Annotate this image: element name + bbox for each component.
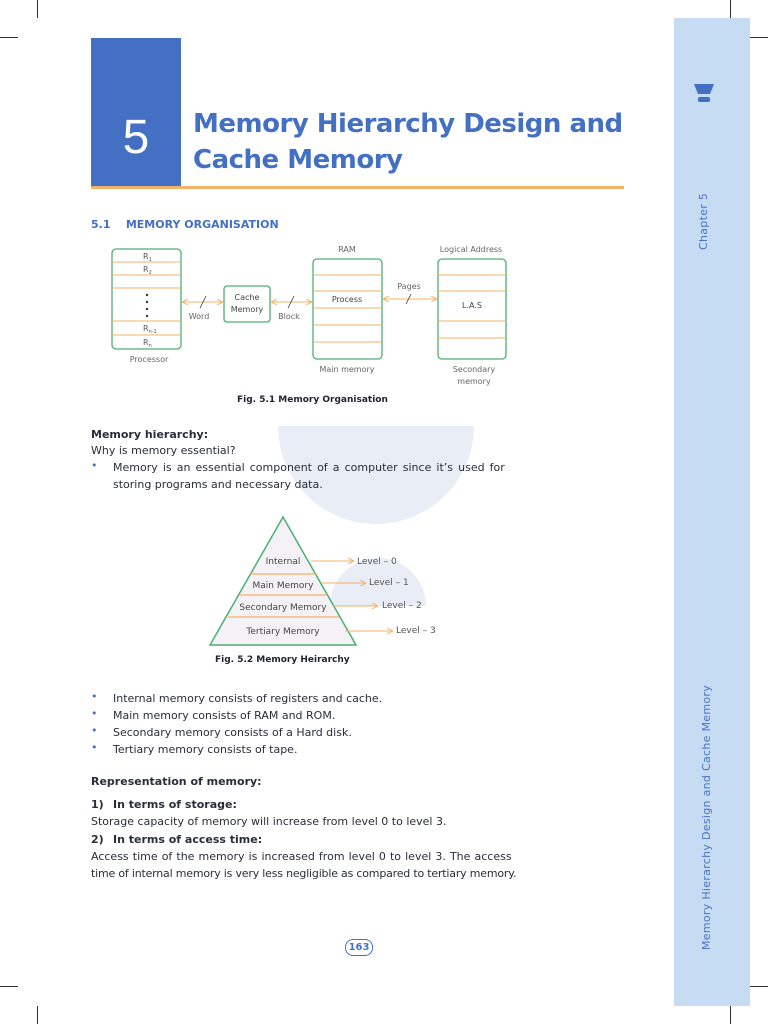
crop-mark <box>730 1006 731 1024</box>
crop-mark <box>750 37 768 38</box>
level-1: Level – 1 <box>369 578 409 588</box>
processor-label: Processor <box>130 355 169 364</box>
side-chapter-label: Chapter 5 <box>697 192 710 250</box>
tier-secondary-memory: Secondary Memory <box>239 603 327 613</box>
title-rule <box>91 186 624 189</box>
item1-title: In terms of storage: <box>113 798 237 811</box>
register-r1: R1 <box>143 252 152 263</box>
cache-memory-box <box>223 285 271 323</box>
crop-mark <box>37 0 38 18</box>
page-number: 163 <box>345 939 373 956</box>
hierarchy-bullet-line1: Memory is an essential component of a co… <box>113 461 505 474</box>
secondary-memory-line1: Secondary <box>453 365 496 374</box>
tier-internal: Internal <box>266 557 301 567</box>
bullet-main: Main memory consists of RAM and ROM. <box>113 709 336 722</box>
crop-mark <box>0 37 18 38</box>
memory-organisation-diagram: R1 R2 Rn-1 Rn Processor Word Cache Memor… <box>111 245 507 386</box>
bullet-dot: • <box>91 707 98 720</box>
logical-address-label: Logical Address <box>440 245 502 254</box>
cache-label-line2: Memory <box>231 305 264 314</box>
section-number: 5.1 <box>91 218 111 231</box>
level-3: Level – 3 <box>396 626 436 636</box>
crop-mark <box>730 0 731 18</box>
side-band <box>674 18 750 1006</box>
item2-title: In terms of access time: <box>113 833 263 846</box>
item1-text: Storage capacity of memory will increase… <box>91 815 447 828</box>
crop-mark <box>37 1006 38 1024</box>
chapter-number-box <box>91 38 181 186</box>
process-label: Process <box>332 295 362 304</box>
section-title: MEMORY ORGANISATION <box>125 218 279 231</box>
processor-registers <box>111 248 182 350</box>
chapter-title: Memory Hierarchy Design and Cache Memory <box>193 106 623 178</box>
chapter-number: 5 <box>122 111 150 164</box>
cache-label-line1: Cache <box>235 293 260 302</box>
crop-mark <box>0 986 18 987</box>
side-running-title: Memory Hierarchy Design and Cache Memory <box>700 684 713 950</box>
decorative-circle <box>278 426 474 524</box>
ram-box <box>312 258 383 360</box>
bullet-secondary: Secondary memory consists of a Hard disk… <box>113 726 352 739</box>
representation-heading: Representation of memory: <box>91 775 262 788</box>
bullet-internal: Internal memory consists of registers an… <box>113 692 383 705</box>
bullet-dot: • <box>91 690 98 703</box>
hierarchy-bullet-line2: storing programs and necessary data. <box>113 478 323 491</box>
secondary-memory-line2: memory <box>457 377 491 386</box>
block-label: Block <box>278 312 300 321</box>
section-heading: 5.1 MEMORY ORGANISATION <box>91 218 279 231</box>
item2-number: 2) <box>91 833 104 846</box>
chapter-title-line2: Cache Memory <box>193 145 403 175</box>
bullet-dot: • <box>91 724 98 737</box>
hierarchy-question: Why is memory essential? <box>91 444 236 457</box>
word-label: Word <box>189 312 210 321</box>
las-label: L.A.S <box>462 301 482 310</box>
memory-hierarchy-pyramid: Internal Main Memory Secondary Memory Te… <box>208 515 436 646</box>
item1-number: 1) <box>91 798 104 811</box>
tier-tertiary-memory: Tertiary Memory <box>245 627 320 637</box>
ram-label: RAM <box>338 245 356 254</box>
chapter-title-line1: Memory Hierarchy Design and <box>193 109 623 139</box>
crop-mark <box>750 986 768 987</box>
bullet-tertiary: Tertiary memory consists of tape. <box>113 743 298 756</box>
chapter-tab-icon <box>694 84 714 102</box>
register-rn: Rn <box>143 338 152 349</box>
pages-label: Pages <box>397 282 421 291</box>
level-2: Level – 2 <box>382 601 422 611</box>
fig1-caption: Fig. 5.1 Memory Organisation <box>237 395 388 405</box>
main-memory-label: Main memory <box>319 365 374 374</box>
item2-text-line2: time of internal memory is very less neg… <box>91 867 517 880</box>
fig2-caption: Fig. 5.2 Memory Heirarchy <box>215 655 350 665</box>
las-box <box>437 258 507 360</box>
decorative-circle <box>330 558 426 606</box>
register-rn-1: Rn-1 <box>143 324 157 335</box>
bullet-dot: • <box>91 741 98 754</box>
bullet-dot: • <box>91 459 98 472</box>
item2-text-line1: Access time of the memory is increased f… <box>91 850 512 863</box>
tier-main-memory: Main Memory <box>253 581 315 591</box>
level-0: Level – 0 <box>357 557 397 567</box>
register-r2: R2 <box>143 265 152 276</box>
hierarchy-heading: Memory hierarchy: <box>91 428 209 441</box>
